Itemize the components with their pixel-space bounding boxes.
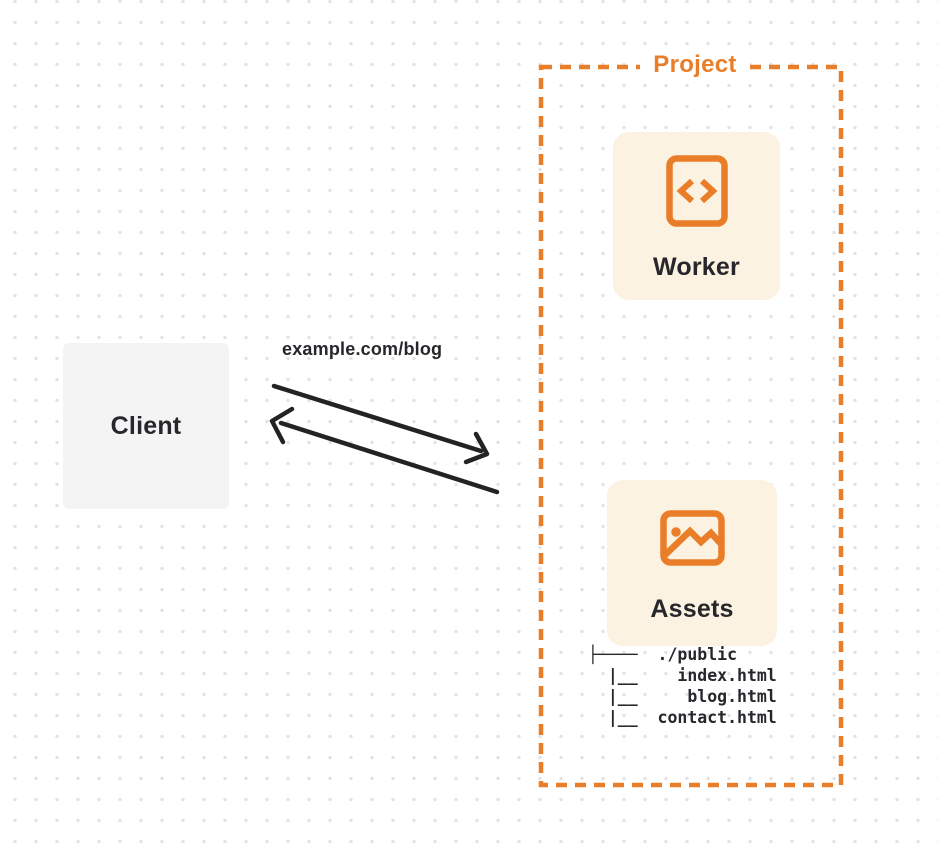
project-label: Project bbox=[640, 51, 750, 79]
response-arrow-icon bbox=[269, 406, 500, 495]
worker-node: Worker bbox=[613, 132, 780, 300]
worker-label: Worker bbox=[653, 253, 740, 281]
client-label: Client bbox=[110, 411, 182, 440]
request-arrow-icon bbox=[271, 383, 490, 465]
assets-node: Assets bbox=[607, 480, 777, 646]
image-icon bbox=[659, 510, 725, 566]
assets-file-tree: ├──── ./public |__ index.html |__ blog.h… bbox=[588, 645, 777, 727]
client-node: Client bbox=[63, 343, 229, 509]
code-file-icon bbox=[665, 155, 728, 227]
request-url-label: example.com/blog bbox=[282, 339, 443, 359]
project-dashed-boundary bbox=[538, 64, 844, 788]
assets-label: Assets bbox=[650, 595, 734, 623]
